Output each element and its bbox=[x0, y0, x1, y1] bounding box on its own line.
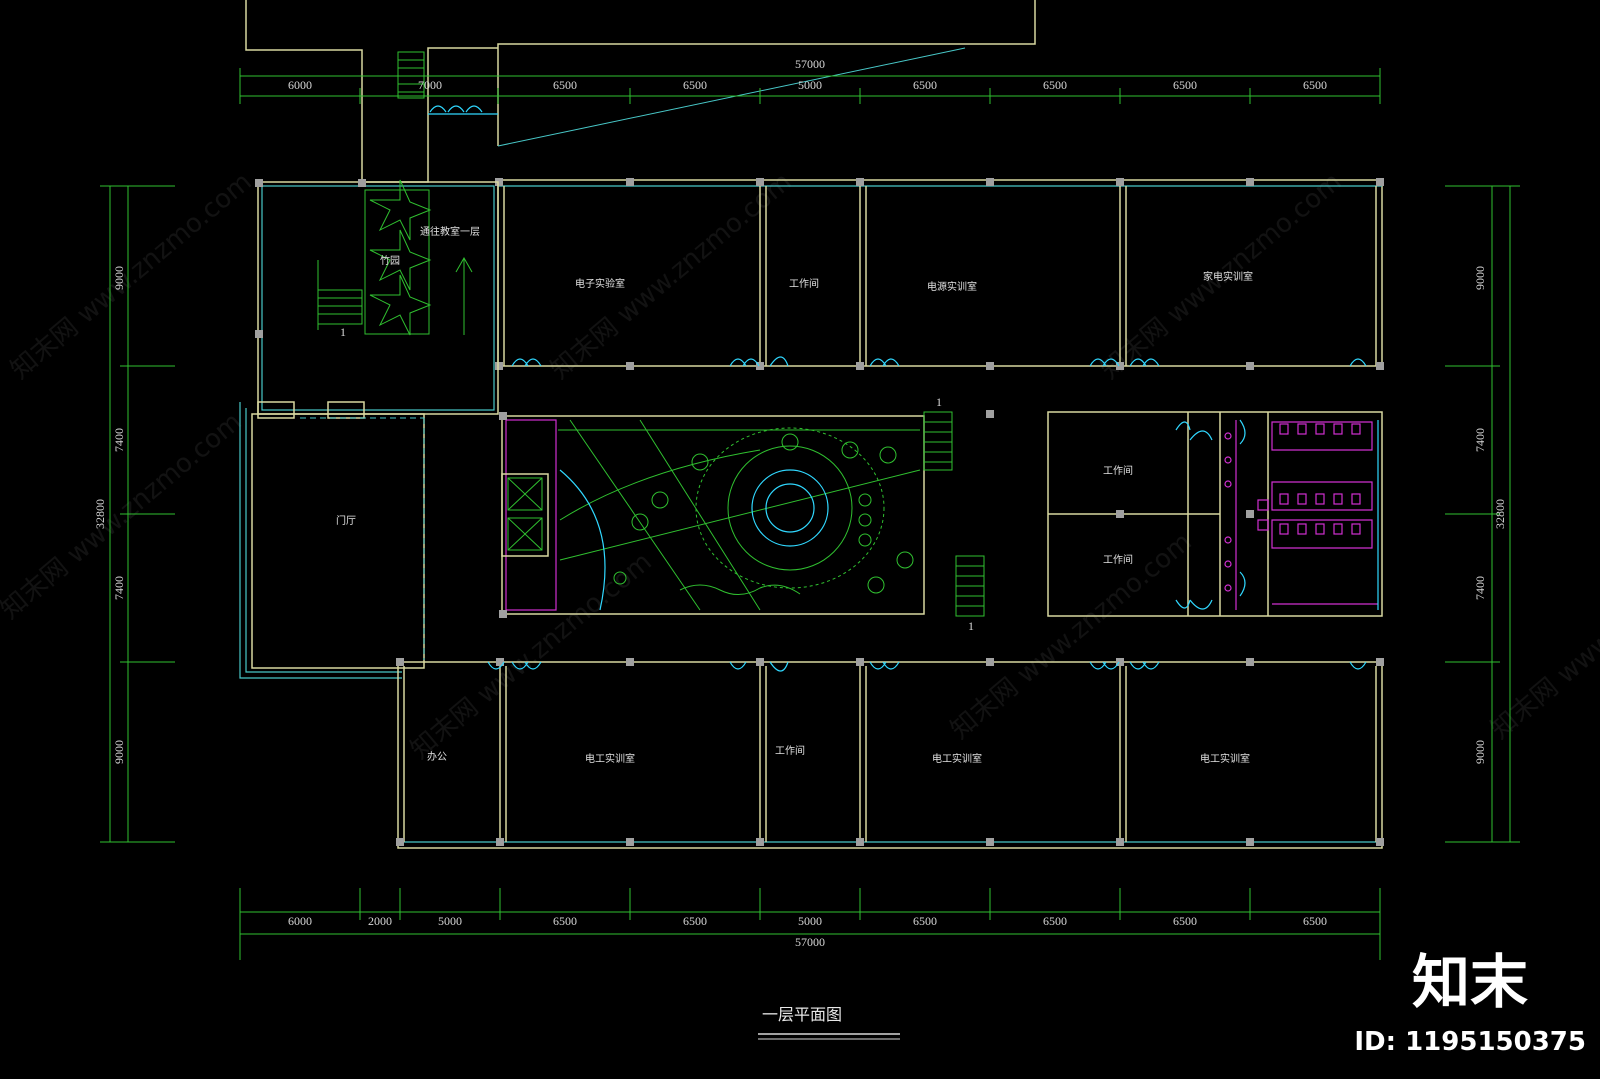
top-dim-5: 5000 bbox=[798, 78, 822, 92]
brand-logo: 知末 bbox=[1412, 948, 1528, 1016]
room-appliance-lab: 家电实训室 bbox=[1203, 270, 1253, 283]
central-stairs: 1 1 bbox=[923, 395, 994, 633]
bottom-dimension-chain: 6000 2000 5000 6500 6500 5000 6500 6500 … bbox=[239, 888, 1381, 960]
stair-label-west: 1 bbox=[340, 325, 346, 339]
top-dim-3: 6500 bbox=[553, 78, 577, 92]
left-dim-4: 9000 bbox=[112, 740, 126, 764]
room-workroom-east-2: 工作间 bbox=[1103, 553, 1133, 566]
drawing-title-block: 一层平面图 bbox=[758, 1005, 900, 1040]
room-workroom-south: 工作间 bbox=[775, 744, 805, 757]
top-dim-7: 6500 bbox=[1043, 78, 1067, 92]
room-workroom-top: 工作间 bbox=[789, 277, 819, 290]
bottom-dim-6: 5000 bbox=[798, 914, 822, 928]
west-stair-zone: 通往教室一层 竹园 1 bbox=[255, 179, 499, 419]
room-electronics-lab: 电子实验室 bbox=[575, 277, 625, 290]
left-dim-3: 7400 bbox=[112, 576, 126, 600]
right-dim-3: 7400 bbox=[1473, 576, 1487, 600]
left-dim-2: 7400 bbox=[112, 428, 126, 452]
top-total-dimension: 57000 bbox=[795, 57, 825, 71]
top-dim-4: 6500 bbox=[683, 78, 707, 92]
room-lobby: 门厅 bbox=[336, 514, 356, 527]
watermark-4: 知末网 www.znzmo.com bbox=[405, 547, 657, 766]
room-electrician-lab-3: 电工实训室 bbox=[1200, 752, 1250, 765]
bottom-dim-5: 6500 bbox=[683, 914, 707, 928]
right-dim-2: 7400 bbox=[1473, 428, 1487, 452]
bottom-dim-1: 6000 bbox=[288, 914, 312, 928]
stair-label-south: 1 bbox=[968, 619, 974, 633]
room-office: 办公 bbox=[427, 750, 447, 763]
watermark-6: 知末网 www.znzmo.com bbox=[1485, 527, 1600, 746]
drawing-title: 一层平面图 bbox=[762, 1005, 842, 1024]
south-wing: 办公 电工实训室 工作间 电工实训室 电工实训室 bbox=[396, 658, 1384, 849]
room-power-lab: 电源实训室 bbox=[927, 280, 977, 293]
bottom-dim-2: 2000 bbox=[368, 914, 392, 928]
bottom-dim-9: 6500 bbox=[1173, 914, 1197, 928]
lobby-zone: 门厅 bbox=[239, 402, 425, 679]
left-total-dimension: 32800 bbox=[93, 499, 107, 529]
bottom-dim-8: 6500 bbox=[1043, 914, 1067, 928]
courtyard-garden bbox=[499, 412, 925, 618]
room-electrician-lab-1: 电工实训室 bbox=[585, 752, 635, 765]
right-total-dimension: 32800 bbox=[1493, 499, 1507, 529]
east-service-block: 工作间 工作间 bbox=[1047, 411, 1383, 617]
bottom-dim-4: 6500 bbox=[553, 914, 577, 928]
room-workroom-east-1: 工作间 bbox=[1103, 464, 1133, 477]
label-inner-garden: 竹园 bbox=[380, 254, 400, 267]
stair-label-north: 1 bbox=[936, 395, 942, 409]
right-dim-1: 9000 bbox=[1473, 266, 1487, 290]
top-dimension-chain: 57000 6000 7000 6500 6500 5000 6500 6500… bbox=[239, 57, 1381, 104]
top-dim-1: 6000 bbox=[288, 78, 312, 92]
label-passage-to-classroom: 通往教室一层 bbox=[420, 225, 480, 238]
watermark-1: 知末网 www.znzmo.com bbox=[5, 167, 257, 386]
watermark-5: 知末网 www.znzmo.com bbox=[945, 527, 1197, 746]
right-dim-4: 9000 bbox=[1473, 740, 1487, 764]
left-dim-1: 9000 bbox=[112, 266, 126, 290]
brand-block: 知末 ID: 1195150375 bbox=[1354, 948, 1586, 1057]
top-dim-9: 6500 bbox=[1303, 78, 1327, 92]
right-dimension-chain: 9000 7400 7400 9000 32800 bbox=[1445, 185, 1520, 843]
bottom-dim-3: 5000 bbox=[438, 914, 462, 928]
top-dim-6: 6500 bbox=[913, 78, 937, 92]
room-electrician-lab-2: 电工实训室 bbox=[932, 752, 982, 765]
bottom-total-dimension: 57000 bbox=[795, 935, 825, 949]
north-wing: 电子实验室 工作间 电源实训室 家电实训室 bbox=[495, 178, 1384, 370]
bottom-dim-7: 6500 bbox=[913, 914, 937, 928]
top-dim-2: 7000 bbox=[418, 78, 442, 92]
bottom-dim-10: 6500 bbox=[1303, 914, 1327, 928]
left-dimension-chain: 9000 7400 7400 9000 32800 bbox=[93, 185, 175, 843]
image-id-label: ID: 1195150375 bbox=[1354, 1027, 1586, 1057]
top-dim-8: 6500 bbox=[1173, 78, 1197, 92]
